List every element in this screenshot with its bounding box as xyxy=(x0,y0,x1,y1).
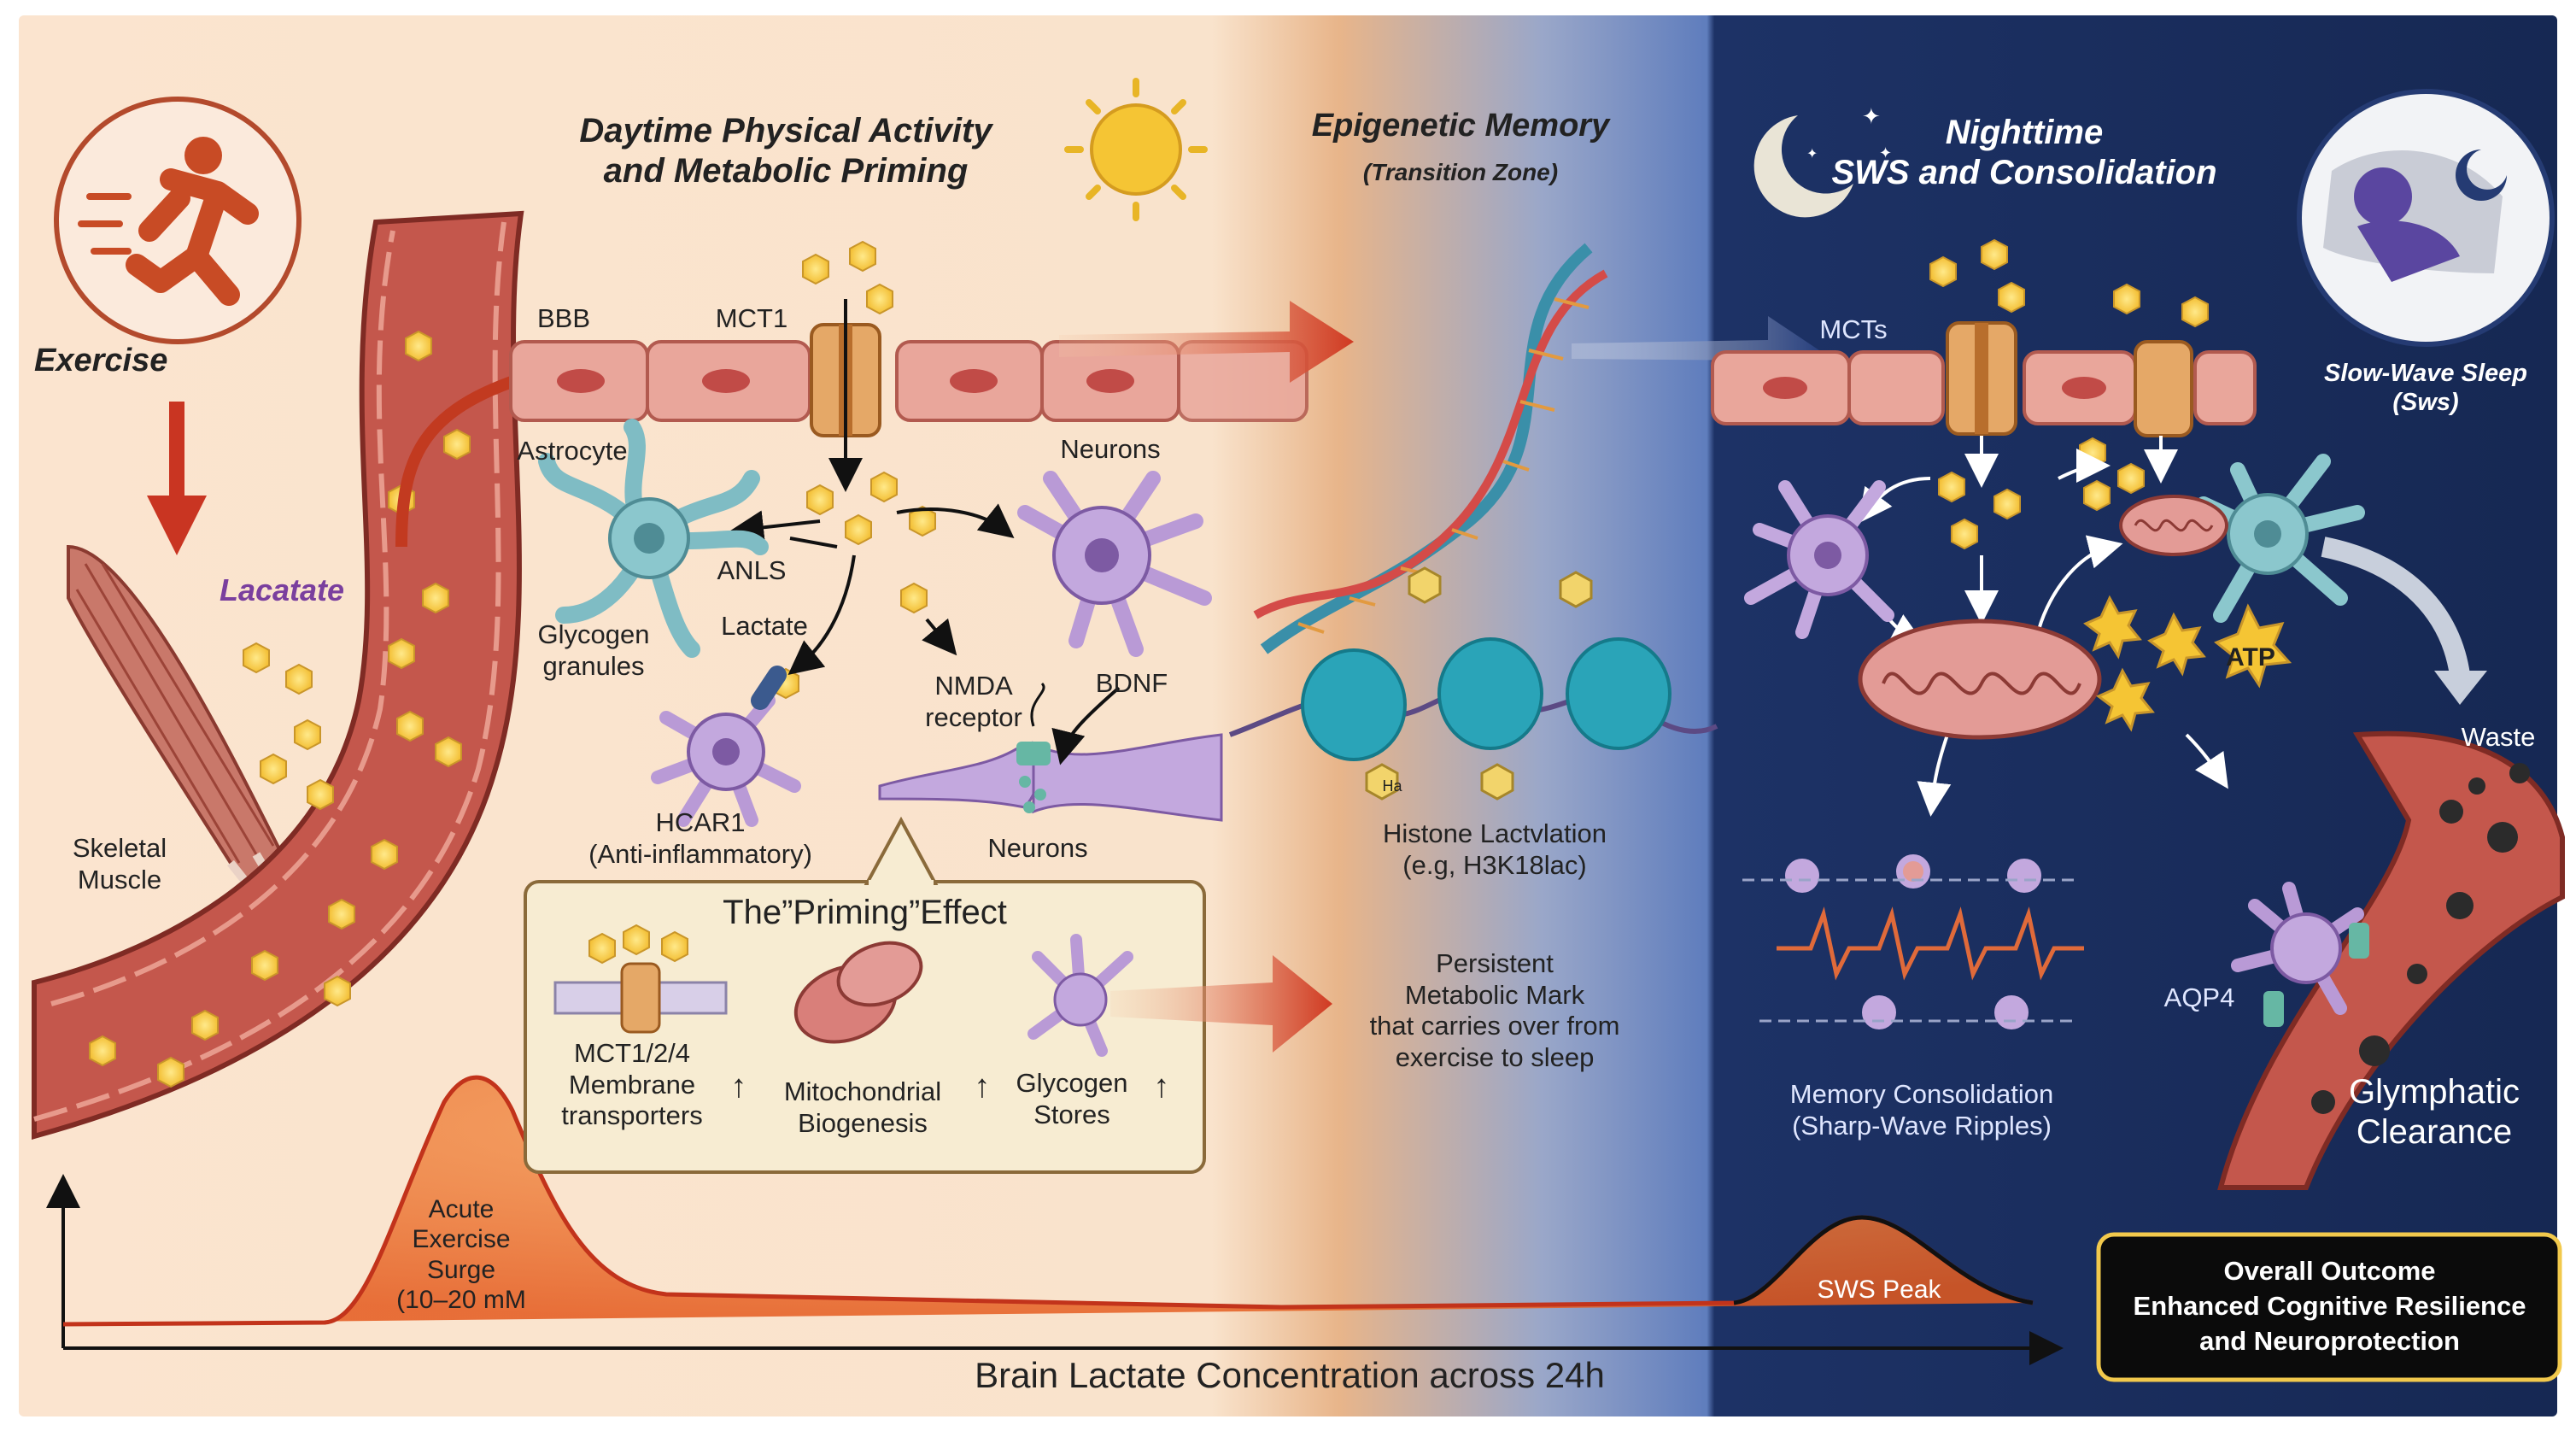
sws-peak-curve xyxy=(1733,1215,2034,1305)
astrocyte-cell xyxy=(538,419,769,658)
clearance-arrow xyxy=(2321,537,2470,677)
mitochondria-small xyxy=(2119,495,2228,556)
persistent-mark-label: Persistent Metabolic Mark that carries o… xyxy=(1369,948,1620,1072)
hcar1-label: HCAR1 (Anti-inflammatory) xyxy=(588,807,812,869)
mcts-label: MCTs xyxy=(1819,314,1888,344)
lactate-label: Lactate xyxy=(721,611,808,641)
atp-label: ATP xyxy=(2226,643,2275,672)
priming-mitochondria-icon xyxy=(793,941,923,1044)
anls-label: ANLS xyxy=(717,555,787,585)
day-title: Daytime Physical Activity and Metabolic … xyxy=(579,112,992,191)
priming-astrocyte-icon xyxy=(1027,934,1133,1057)
vessel-to-bbb-arrow xyxy=(395,370,532,548)
bdnf-label: BDNF xyxy=(1095,668,1168,698)
night-astrocyte-right xyxy=(2196,454,2365,623)
memory-ripple-network xyxy=(1742,854,2084,1029)
lactate-muscle-label: Lacatate xyxy=(219,572,345,607)
nmda-label: NMDA receptor xyxy=(925,671,1022,732)
glymphatic-vessel xyxy=(2217,730,2565,1190)
atp-bursts xyxy=(2083,595,2292,732)
ha-label: Ha xyxy=(1382,777,1402,795)
svg-text:✦: ✦ xyxy=(1862,103,1881,129)
sleeping-person-icon xyxy=(2297,89,2555,347)
priming-arrow-glycogen: ↑ xyxy=(1153,1069,1170,1105)
bbb-cell-row xyxy=(509,323,1308,437)
skeletal-muscle-label: Skeletal Muscle xyxy=(72,833,167,894)
memory-consolidation-label: Memory Consolidation (Sharp-Wave Ripples… xyxy=(1789,1079,2054,1141)
sws-label: Slow-Wave Sleep (Sws) xyxy=(2324,360,2527,417)
priming-arrow-mitochondrial: ↑ xyxy=(974,1069,991,1105)
priming-item-glycogen: Glycogen Stores xyxy=(1016,1068,1128,1129)
neurons-top-label: Neurons xyxy=(1060,434,1161,464)
exercise-label: Exercise xyxy=(34,343,168,378)
night-neuron-left xyxy=(1744,480,1894,639)
bbb-label: BBB xyxy=(536,303,591,333)
outcome-line3: and Neuroprotection xyxy=(2199,1326,2460,1356)
histone-label: Histone Lactvlation (e.g, H3K18lac) xyxy=(1383,818,1607,880)
surge-label: Acute Exercise Surge (10–20 mM xyxy=(396,1195,526,1315)
neurons-bottom-label: Neurons xyxy=(987,833,1088,863)
night-title: Nighttime SWS and Consolidation xyxy=(1831,114,2217,192)
priming-carry-arrow xyxy=(1110,955,1332,1053)
sws-peak-label: SWS Peak xyxy=(1817,1276,1941,1304)
epigenetic-subtitle: (Transition Zone) xyxy=(1362,159,1559,185)
lactate-curve-axes xyxy=(46,1174,2064,1365)
blood-vessel xyxy=(32,210,524,1140)
svg-text:✦: ✦ xyxy=(1879,144,1892,161)
nucleosomes xyxy=(1228,566,1718,801)
priming-membrane-icon xyxy=(553,924,728,1034)
epigenetic-title: Epigenetic Memory xyxy=(1311,108,1610,144)
astrocyte-label: Astrocyte xyxy=(517,436,628,466)
glycogen-granules-label: Glycogen granules xyxy=(537,619,650,681)
outcome-line1: Overall Outcome xyxy=(2223,1256,2436,1286)
priming-item-transporters: MCT1/2/4 Membrane transporters xyxy=(561,1038,703,1131)
aqp4-label: AQP4 xyxy=(2163,982,2235,1012)
epigenetic-to-night-arrow xyxy=(1572,316,1819,384)
day-to-epigenetic-arrow xyxy=(1059,301,1354,383)
sun-icon xyxy=(1064,78,1208,221)
waste-label: Waste xyxy=(2461,722,2536,752)
down-red-arrow xyxy=(147,402,207,555)
night-bbb-row xyxy=(1711,321,2257,437)
glymphatic-label: Glymphatic Clearance xyxy=(2348,1073,2520,1152)
outcome-line2: Enhanced Cognitive Resilience xyxy=(2133,1291,2526,1321)
neuron-top xyxy=(1017,471,1212,657)
axis-label: Brain Lactate Concentration across 24h xyxy=(975,1355,1605,1395)
moon-icon: ✦ ✦ ✦ xyxy=(1753,103,1892,218)
svg-text:✦: ✦ xyxy=(1806,147,1818,161)
priming-title: The”Priming”Effect xyxy=(723,894,1007,931)
priming-item-mitochondrial: Mitochondrial Biogenesis xyxy=(783,1076,942,1138)
synapse xyxy=(878,682,1223,822)
outcome-box xyxy=(2096,1232,2562,1382)
neuron-hcar1 xyxy=(651,666,801,827)
mct1-label: MCT1 xyxy=(715,303,788,333)
mitochondria-large xyxy=(1858,619,2102,740)
runner-icon xyxy=(54,97,302,344)
priming-arrow-transporters: ↑ xyxy=(730,1069,747,1105)
